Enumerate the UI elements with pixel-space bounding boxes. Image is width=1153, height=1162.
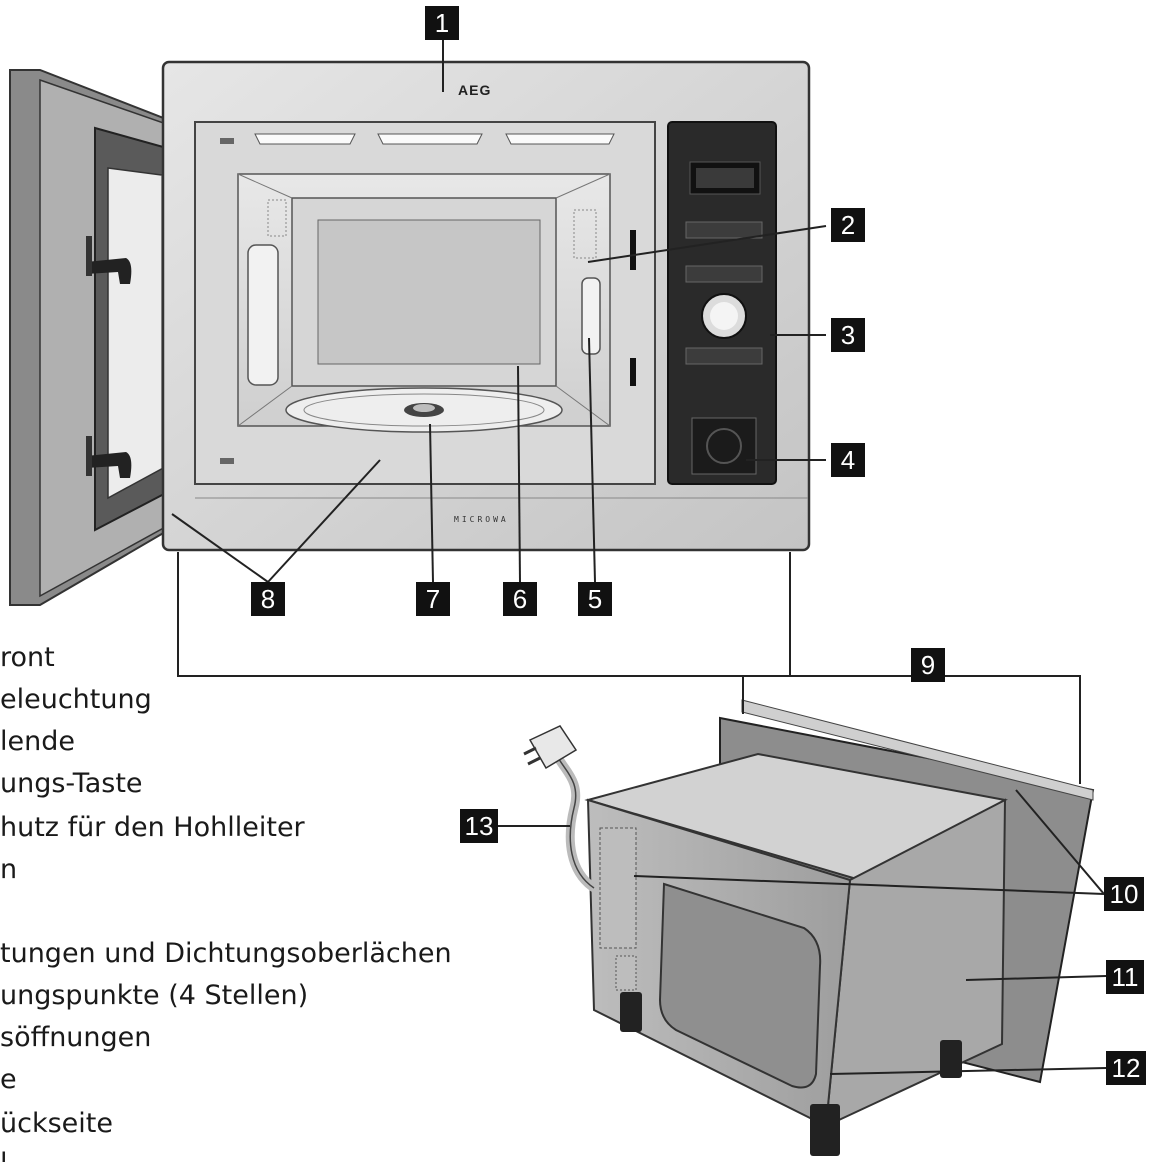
legend-item-8: tungen und Dichtungsoberlächen <box>0 938 452 969</box>
legend-item-1: ront <box>0 642 55 673</box>
callout-8: 8 <box>251 582 285 616</box>
oven-front-frame <box>161 60 811 552</box>
callout-11: 11 <box>1106 960 1144 994</box>
callout-12: 12 <box>1106 1051 1146 1085</box>
callout-5: 5 <box>578 582 612 616</box>
legend-item-13: l <box>0 1146 560 1162</box>
legend-item-6: n <box>0 854 18 885</box>
built-in-housing <box>523 699 1095 1156</box>
leader-lines <box>171 40 1107 1075</box>
legend-item-2: eleuchtung <box>0 684 152 715</box>
legend-item-11: e <box>0 1064 17 1095</box>
callout-7: 7 <box>416 582 450 616</box>
callout-2: 2 <box>831 208 865 242</box>
legend-item-10: söffnungen <box>0 1022 152 1053</box>
callout-10: 10 <box>1104 877 1144 911</box>
brand-logo: AEG <box>458 82 492 98</box>
callout-1: 1 <box>425 6 459 40</box>
legend-item-7 <box>0 894 560 930</box>
callout-13: 13 <box>460 809 498 843</box>
legend-item-5: hutz für den Hohlleiter <box>0 812 305 843</box>
callout-9: 9 <box>911 648 945 682</box>
front-model-text: MICROWA <box>454 515 509 524</box>
callout-4: 4 <box>831 443 865 477</box>
callout-3: 3 <box>831 318 865 352</box>
legend-item-4: ungs-Taste <box>0 768 143 799</box>
legend-item-3: lende <box>0 726 75 757</box>
legend-item-9: ungspunkte (4 Stellen) <box>0 980 309 1011</box>
legend-item-12: ückseite <box>0 1108 113 1139</box>
callout-6: 6 <box>503 582 537 616</box>
